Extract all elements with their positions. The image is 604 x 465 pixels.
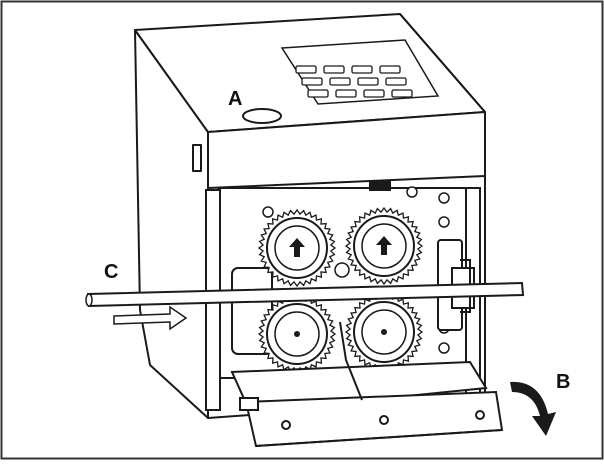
arrow-icon [113,305,556,436]
keypad-key [379,65,401,74]
insert-arrow-icon [113,305,188,331]
screw [438,216,450,228]
keypad-key [301,77,323,86]
keypad-key [391,89,413,98]
feed-roller-icon [257,294,337,374]
hinged-door-icon [230,321,504,448]
feed-roller-icon [344,206,424,286]
keypad-icon [280,39,440,105]
screw [406,186,418,198]
screw [262,206,274,218]
feed-roller-icon [257,208,337,288]
callout-a: A [228,88,243,110]
screw [438,192,450,204]
keypad-key [385,77,407,86]
screw [334,262,350,278]
top-front-band [207,111,486,189]
door-arrow-icon [510,381,556,436]
wire-rod-icon [85,281,525,308]
keypad-key [351,65,373,74]
up-arrow-icon [289,238,305,257]
keypad-key [295,65,317,74]
keypad-key [329,77,351,86]
side-connector [192,144,202,172]
keypad-key [363,89,385,98]
roller-group [257,206,424,374]
feed-roller-icon [344,292,424,372]
roller-bay [215,187,471,379]
screw [438,342,450,354]
top-tab [369,181,391,191]
keypad-key [307,89,329,98]
keypad-key [357,77,379,86]
keypad-key [335,89,357,98]
up-arrow-icon [376,236,392,255]
keypad-key [323,65,345,74]
callout-b: B [556,371,571,393]
round-button-icon [242,108,282,124]
callout-c: C [104,261,119,283]
